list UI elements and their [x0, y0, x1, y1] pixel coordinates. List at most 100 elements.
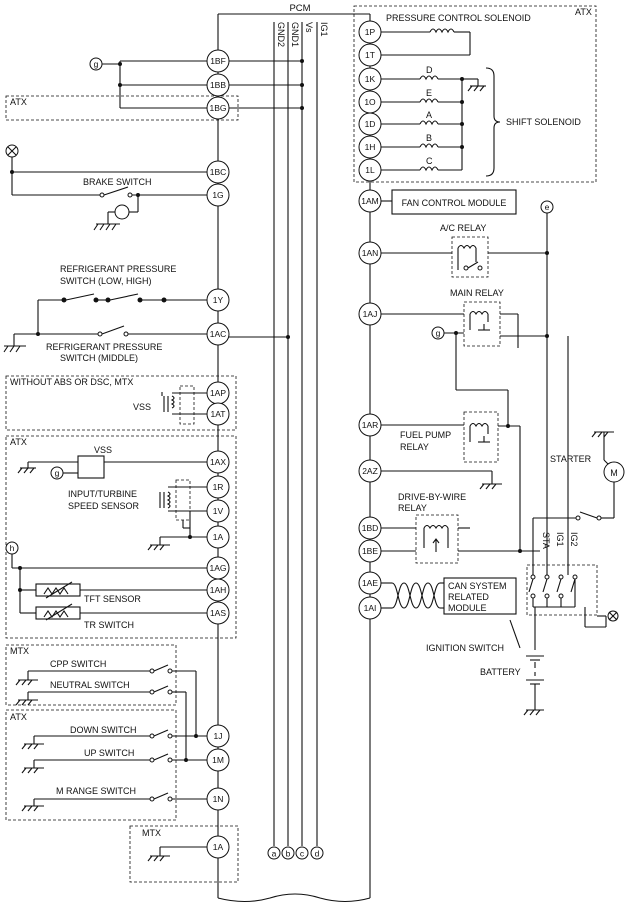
- relays: e A/C RELAY MAIN RELAY g: [381, 200, 554, 575]
- pin-1ae: 1AE: [362, 578, 378, 588]
- connector-g-1: g: [94, 59, 99, 69]
- pin-1j: 1J: [214, 731, 223, 741]
- pin-1n: 1N: [213, 794, 224, 804]
- sta-label: STA: [541, 532, 551, 549]
- connector-h: h: [10, 543, 15, 553]
- rail-gnd2: GND2: [276, 22, 286, 47]
- pin-1ah: 1AH: [210, 585, 227, 595]
- refrig-lh-label-1: REFRIGERANT PRESSURE: [60, 264, 176, 274]
- pin-1m: 1M: [212, 755, 224, 765]
- shift-solenoid-label: SHIFT SOLENOID: [506, 117, 581, 127]
- rail-vs: Vs: [304, 22, 314, 33]
- pin-1am: 1AM: [361, 196, 378, 206]
- motor-label: M: [610, 468, 618, 478]
- pin-1be: 1BE: [362, 546, 378, 556]
- can-label-1: CAN SYSTEM: [448, 581, 507, 591]
- pin-1ag: 1AG: [209, 563, 226, 573]
- input-turbine-label-2: SPEED SENSOR: [68, 501, 140, 511]
- pin-1bb: 1BB: [210, 80, 226, 90]
- battery-label: BATTERY: [480, 667, 521, 677]
- rail-end-b: b: [286, 849, 291, 859]
- can-label-3: MODULE: [448, 603, 487, 613]
- solenoid-b-label: B: [426, 133, 432, 143]
- pin-1v: 1V: [213, 506, 224, 516]
- rail-end-c: c: [300, 849, 305, 859]
- solenoid-e-label: E: [426, 88, 432, 98]
- pin-1bc: 1BC: [210, 167, 227, 177]
- connector-g-3: g: [436, 328, 441, 338]
- down-switch-label: DOWN SWITCH: [70, 725, 137, 735]
- pin-1bd: 1BD: [362, 523, 379, 533]
- atx-middle: ATX VSS g INPUT/TURBINE SPEED SENSOR h: [5, 435, 237, 639]
- vss-2-label: VSS: [94, 445, 112, 455]
- solenoid-c-label: C: [426, 156, 433, 166]
- m-range-switch-label: M RANGE SWITCH: [56, 786, 136, 796]
- refrig-mid-label-2: SWITCH (MIDDLE): [60, 353, 138, 363]
- pin-2az: 2AZ: [362, 466, 378, 476]
- refrig-lh-label-2: SWITCH (LOW, HIGH): [60, 276, 152, 286]
- pin-1bf: 1BF: [210, 56, 226, 66]
- dbw-label-1: DRIVE-BY-WIRE: [398, 492, 466, 502]
- pin-1t: 1T: [365, 50, 375, 60]
- cpp-switch-label: CPP SWITCH: [50, 659, 106, 669]
- main-relay-label: MAIN RELAY: [450, 288, 504, 298]
- pin-1h: 1H: [365, 142, 376, 152]
- vss-1-label: VSS: [133, 402, 151, 412]
- pin-1p: 1P: [365, 27, 376, 37]
- top-left-circuit: g ATX: [5, 57, 239, 121]
- starter: STARTER M STA IG1 IG2: [532, 336, 625, 575]
- pin-1d: 1D: [365, 119, 376, 129]
- mtx-1-label: MTX: [10, 646, 29, 656]
- pin-1at: 1AT: [211, 409, 226, 419]
- without-abs-label: WITHOUT ABS OR DSC, MTX: [10, 377, 133, 387]
- atx-top-right-label: ATX: [575, 7, 592, 17]
- fuel-pump-label-2: RELAY: [400, 442, 429, 452]
- rail-end-d: d: [315, 849, 320, 859]
- fuel-pump-label-1: FUEL PUMP: [400, 430, 451, 440]
- ig1-label: IG1: [555, 532, 565, 547]
- pin-1bg: 1BG: [209, 103, 226, 113]
- atx-middle-label: ATX: [10, 437, 27, 447]
- lower-switches: MTX CPP SWITCH NEUTRAL SWITCH ATX DOWN S…: [5, 644, 239, 883]
- ig2-label: IG2: [569, 532, 579, 547]
- pin-1as: 1AS: [210, 608, 226, 618]
- rail-end-a: a: [272, 849, 277, 859]
- brake-switch: BRAKE SWITCH: [5, 144, 207, 231]
- can-label-2: RELATED: [448, 592, 489, 602]
- refrigerant-switches: REFRIGERANT PRESSURE SWITCH (LOW, HIGH) …: [3, 264, 207, 363]
- rail-ig1: IG1: [319, 22, 329, 37]
- ignition-switch-label: IGNITION SWITCH: [426, 643, 504, 653]
- pcm-rails: GND2 GND1 Vs IG1 a b c d: [229, 22, 329, 860]
- atx-lower-label: ATX: [10, 712, 27, 722]
- pressure-control-label: PRESSURE CONTROL SOLENOID: [386, 13, 531, 23]
- refrig-mid-label-1: REFRIGERANT PRESSURE: [46, 342, 162, 352]
- pin-1ax: 1AX: [210, 457, 226, 467]
- mtx-2-label: MTX: [142, 828, 161, 838]
- rail-gnd1: GND1: [290, 22, 300, 47]
- ignition-battery: IGNITION SWITCH BATTERY: [426, 564, 619, 716]
- pin-1y: 1Y: [213, 295, 224, 305]
- pcm-body: PCM: [217, 3, 371, 903]
- pin-1ac: 1AC: [210, 329, 227, 339]
- vss-mtx: WITHOUT ABS OR DSC, MTX VSS: [5, 375, 237, 431]
- fan-control: FAN CONTROL MODULE: [381, 189, 517, 215]
- pin-1ar: 1AR: [362, 420, 379, 430]
- connector-e: e: [545, 202, 550, 212]
- up-switch-label: UP SWITCH: [84, 748, 134, 758]
- pin-1aj: 1AJ: [363, 309, 378, 319]
- tr-switch-label: TR SWITCH: [84, 620, 134, 630]
- pin-1a-atx: 1A: [213, 532, 224, 542]
- neutral-switch-label: NEUTRAL SWITCH: [50, 680, 130, 690]
- fan-control-label: FAN CONTROL MODULE: [402, 198, 507, 208]
- pin-1a-mtx: 1A: [213, 842, 224, 852]
- tft-sensor-label: TFT SENSOR: [84, 594, 141, 604]
- solenoid-a-label: A: [426, 110, 432, 120]
- pin-1an: 1AN: [362, 248, 379, 258]
- can-system: CAN SYSTEM RELATED MODULE: [381, 577, 517, 615]
- pin-1ai: 1AI: [364, 603, 377, 613]
- atx-top-left-label: ATX: [10, 97, 27, 107]
- left-pins: 1BF 1BB 1BG 1BC 1G 1Y 1AC 1AP 1AT 1AX 1R…: [206, 49, 230, 859]
- pcm-title: PCM: [289, 3, 310, 14]
- connector-g-2: g: [55, 468, 60, 478]
